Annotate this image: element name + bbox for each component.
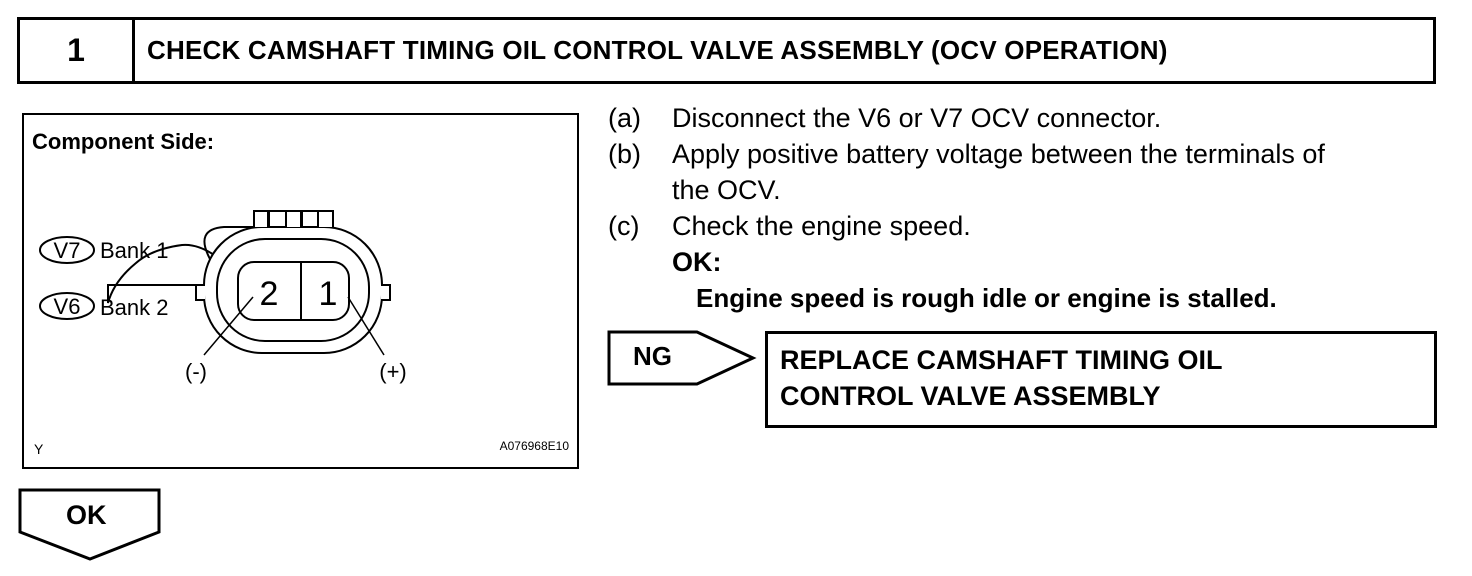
step-header: 1 CHECK CAMSHAFT TIMING OIL CONTROL VALV… — [17, 17, 1436, 84]
ng-branch-label: NG — [633, 341, 672, 371]
positive-leader-line — [347, 296, 385, 356]
connector-label-bank1: Bank 1 — [100, 238, 169, 263]
connector-code-badge-v7 — [39, 236, 95, 264]
ng-action-box: REPLACE CAMSHAFT TIMING OIL CONTROL VALV… — [765, 331, 1437, 428]
step-b-text-line1: Apply positive battery voltage between t… — [672, 139, 1325, 169]
step-b-text-line2: the OCV. — [672, 175, 781, 205]
step-title: CHECK CAMSHAFT TIMING OIL CONTROL VALVE … — [147, 35, 1168, 65]
figure-corner-mark: Y — [34, 441, 44, 457]
figure-heading: Component Side: — [32, 129, 215, 154]
step-c-label: (c) — [608, 211, 640, 241]
connector-label-bank2: Bank 2 — [100, 295, 169, 320]
connector-side-tab-left — [195, 284, 205, 301]
ng-arrow-icon — [607, 330, 757, 386]
ok-branch-label: OK — [66, 500, 107, 530]
negative-terminal-label: (-) — [185, 359, 207, 384]
step-c-text: Check the engine speed. — [672, 211, 971, 241]
terminal-block — [237, 261, 350, 321]
step-a: (a) Disconnect the V6 or V7 OCV connecto… — [608, 100, 1438, 136]
step-b-label: (b) — [608, 139, 641, 169]
step-a-text: Disconnect the V6 or V7 OCV connector. — [672, 103, 1162, 133]
pin-label-1: 1 — [319, 275, 338, 313]
connector-side-tab-right — [381, 284, 391, 301]
step-number: 1 — [20, 20, 135, 81]
figure-id: A076968E10 — [499, 439, 569, 453]
step-b: (b) Apply positive battery voltage betwe… — [608, 136, 1438, 208]
connector-code-v6: V6 — [54, 294, 81, 319]
connector-code-v7: V7 — [54, 238, 81, 263]
ok-arrow-icon — [18, 488, 161, 561]
connector-latches — [253, 210, 334, 227]
step-c: (c) Check the engine speed. — [608, 208, 1438, 244]
connector-code-badge-v6 — [39, 292, 95, 320]
procedure-steps: (a) Disconnect the V6 or V7 OCV connecto… — [608, 100, 1438, 316]
positive-terminal-label: (+) — [379, 359, 407, 384]
ng-action-line1: REPLACE CAMSHAFT TIMING OIL — [780, 345, 1223, 375]
ng-action-line2: CONTROL VALVE ASSEMBLY — [780, 381, 1161, 411]
pin-label-2: 2 — [260, 275, 279, 313]
ok-criteria-text: Engine speed is rough idle or engine is … — [696, 283, 1277, 313]
step-a-label: (a) — [608, 103, 641, 133]
connector-diagram: V7 Bank 1 V6 Bank 2 2 1 (-) (+) — [39, 210, 407, 384]
connector-figure: V7 Bank 1 V6 Bank 2 2 1 (-) (+) Componen… — [22, 113, 579, 469]
negative-leader-line — [203, 296, 254, 356]
ok-criteria-label: OK: — [672, 247, 722, 277]
